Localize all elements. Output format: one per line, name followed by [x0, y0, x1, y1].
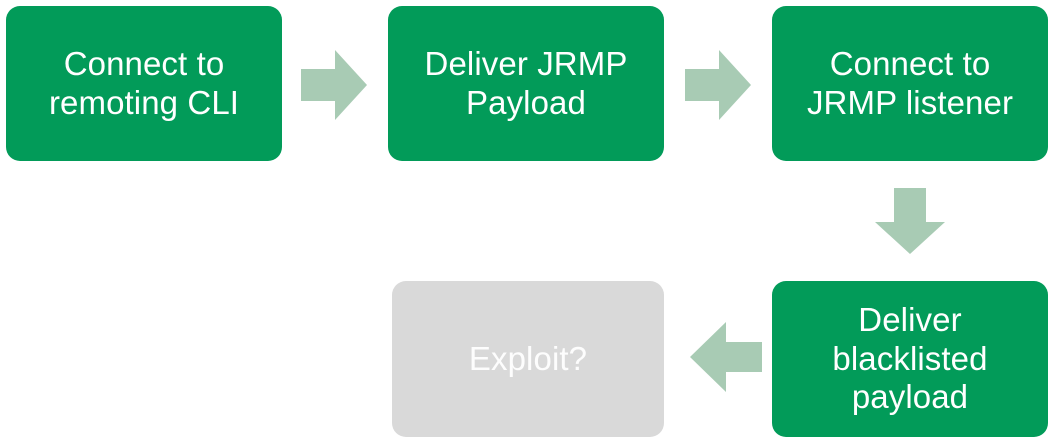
arrow-down-icon-listener-to-blacklisted [875, 188, 945, 254]
flow-node-deliver-blacklisted-payload[interactable]: Deliver blacklisted payload [772, 281, 1048, 437]
arrow-right-icon-cli-to-jrmp [301, 50, 367, 120]
arrow-left-icon-blacklisted-to-exploit [690, 322, 762, 392]
flow-node-deliver-jrmp-payload[interactable]: Deliver JRMP Payload [388, 6, 664, 161]
arrow-right-icon-jrmp-to-listener [685, 50, 751, 120]
flow-node-connect-jrmp-listener[interactable]: Connect to JRMP listener [772, 6, 1048, 161]
flow-node-connect-cli[interactable]: Connect to remoting CLI [6, 6, 282, 161]
flow-node-exploit[interactable]: Exploit? [392, 281, 664, 437]
